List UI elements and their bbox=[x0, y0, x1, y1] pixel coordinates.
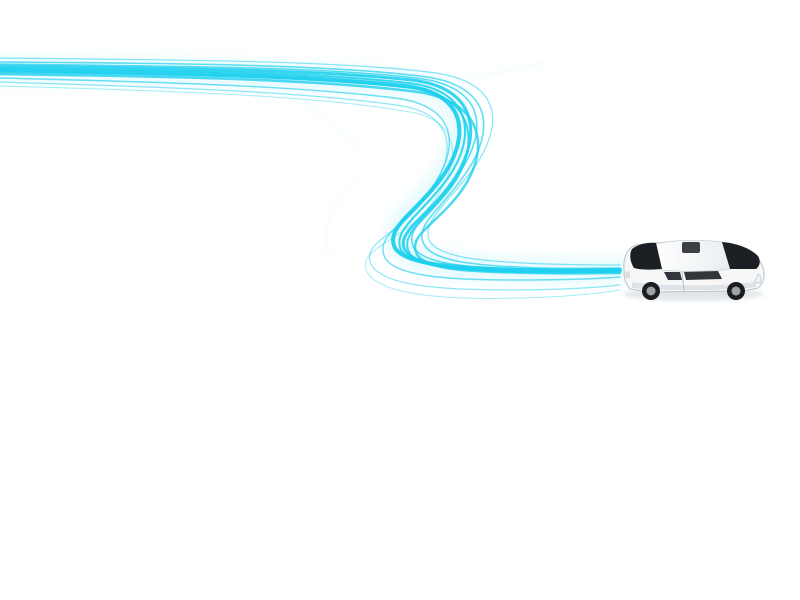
light-trail-strand bbox=[0, 57, 621, 266]
car-sunroof bbox=[682, 242, 700, 253]
light-trail-whisp bbox=[325, 179, 361, 261]
light-trail bbox=[0, 57, 633, 299]
car-front-wheel bbox=[727, 282, 745, 300]
car-icon bbox=[623, 239, 765, 301]
car-headlight bbox=[753, 273, 762, 284]
car-taillight bbox=[625, 271, 630, 278]
light-trail-strand bbox=[0, 77, 621, 281]
light-trail-whisp bbox=[429, 61, 546, 81]
car-windshield bbox=[722, 242, 760, 269]
car-rear-window bbox=[630, 242, 662, 270]
light-trail-whisp bbox=[229, 77, 361, 151]
car-rear-wheel bbox=[642, 282, 660, 300]
car-side-window-front bbox=[684, 271, 722, 280]
car-door-line bbox=[681, 271, 685, 292]
light-trail-strand bbox=[0, 81, 621, 291]
light-trail-strand bbox=[0, 61, 621, 270]
car-side-panel bbox=[632, 282, 756, 291]
light-trail-strand bbox=[0, 63, 621, 271]
car-side-window-rear bbox=[664, 272, 682, 280]
light-trail-strand bbox=[0, 85, 621, 299]
light-trail-strand bbox=[0, 71, 621, 274]
